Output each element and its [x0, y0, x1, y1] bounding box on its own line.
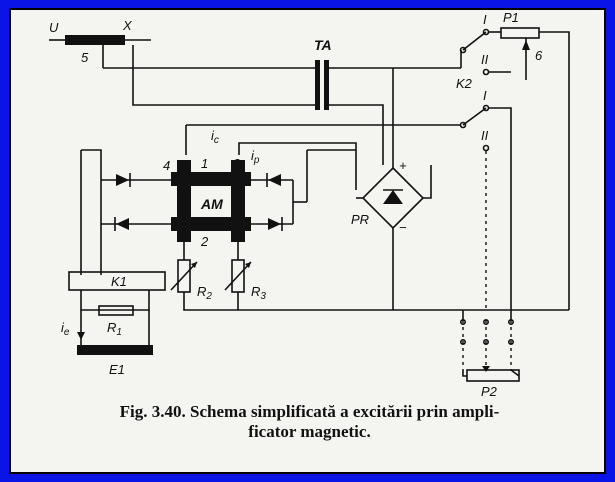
diode-right-bottom	[268, 218, 281, 230]
diode-left-bottom	[116, 218, 129, 230]
label-i-1: I	[483, 12, 487, 27]
label-p1: P1	[503, 10, 519, 25]
label-u: U	[49, 20, 59, 35]
label-2: 2	[200, 234, 209, 249]
label-k2: K2	[456, 76, 473, 91]
label-6: 6	[535, 48, 543, 63]
label-ii-2: II	[481, 128, 489, 143]
ta-core-left	[315, 60, 320, 110]
exciter-e1	[77, 345, 153, 355]
label-1: 1	[201, 156, 208, 171]
label-i-2: I	[483, 88, 487, 103]
shunt-bar	[65, 35, 125, 45]
circuit-diagram: U X 5 TA I II K2 P1 6 I II ic ip AM	[49, 10, 570, 399]
caption-line-1: Fig. 3.40. Schema simplificată a excităr…	[119, 402, 500, 421]
label-4: 4	[163, 158, 170, 173]
label-ie: ie	[61, 320, 70, 338]
label-5: 5	[81, 50, 89, 65]
label-e1: E1	[109, 362, 125, 377]
diode-right-top	[268, 174, 281, 186]
label-am: AM	[200, 196, 223, 212]
caption-line-2: ficator magnetic.	[248, 422, 371, 441]
label-r2: R2	[197, 284, 212, 302]
label-ic: ic	[211, 128, 219, 146]
figure-frame: U X 5 TA I II K2 P1 6 I II ic ip AM	[9, 8, 606, 474]
p1-resistor	[500, 27, 540, 39]
label-3: 3	[233, 156, 241, 171]
label-r3: R3	[251, 284, 266, 302]
label-pr: PR	[351, 212, 369, 227]
label-ii-1: II	[481, 52, 489, 67]
label-p2: P2	[481, 384, 498, 399]
label-plus: +	[399, 158, 407, 173]
resistor-r1	[98, 305, 134, 316]
label-ta: TA	[314, 37, 332, 53]
label-k1: K1	[111, 274, 127, 289]
magnetic-amplifier	[171, 160, 251, 242]
p2-resistor	[466, 369, 520, 382]
label-x: X	[122, 18, 133, 33]
label-ip: ip	[251, 148, 260, 166]
label-minus: −	[399, 220, 407, 235]
relay-k1	[68, 271, 166, 291]
figure-caption: Fig. 3.40. Schema simplificată a excităr…	[11, 402, 608, 442]
diode-left-top	[116, 174, 129, 186]
label-r1: R1	[107, 320, 122, 338]
ta-core-right	[324, 60, 329, 110]
